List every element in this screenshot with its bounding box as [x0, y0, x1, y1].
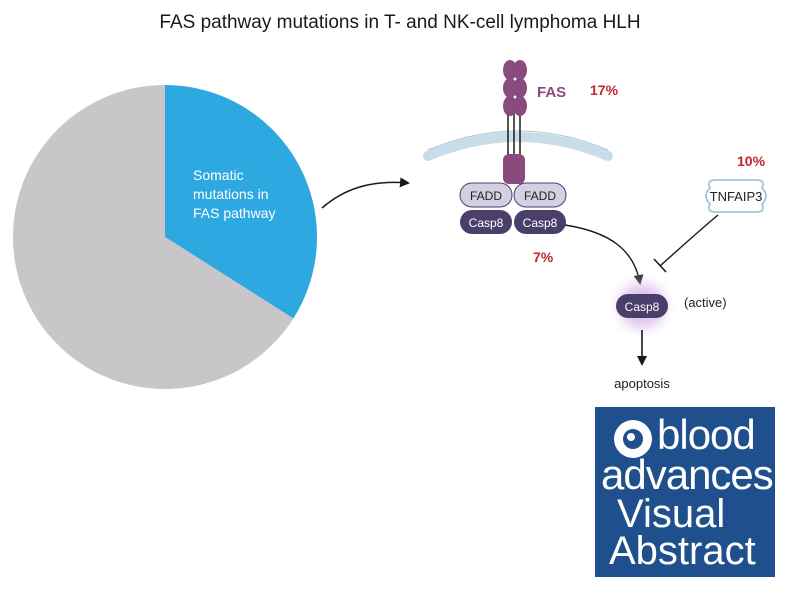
inhibition-line	[659, 214, 719, 267]
slice-label-line: FAS pathway	[193, 205, 276, 221]
pie-to-pathway-arrow	[321, 177, 410, 209]
ash-seal-icon	[614, 420, 652, 458]
fas-receptor	[503, 60, 527, 184]
cell-membrane	[423, 132, 613, 161]
figure-title: FAS pathway mutations in T- and NK-cell …	[159, 12, 641, 33]
pie-chart	[12, 85, 317, 389]
fas-label: FAS	[537, 84, 566, 101]
fadd-label-right: FADD	[524, 189, 556, 203]
fadd-casp8-complex	[459, 182, 567, 234]
logo-line-blood: blood	[657, 411, 756, 458]
active-label: (active)	[684, 295, 727, 310]
cell-membrane-edge	[427, 130, 609, 151]
tnfaip3-label: TNFAIP3	[710, 189, 763, 204]
logo-line-visual: Visual	[617, 492, 726, 536]
blood-advances-visual-abstract-logo: blood advances Visual Abstract	[595, 407, 775, 577]
pie-slice-1	[12, 85, 294, 389]
active-casp8-shape	[616, 294, 668, 318]
slice-label-line: Somatic	[193, 167, 244, 183]
casp8-label-right: Casp8	[523, 216, 558, 230]
casp8-percent: 7%	[533, 249, 554, 265]
slice-label-line: mutations in	[193, 186, 268, 202]
tnfaip3-shape	[705, 179, 767, 213]
tnfaip3-percent: 10%	[737, 153, 766, 169]
fas-percent: 17%	[590, 82, 619, 98]
slice-label-fas-pathway: Somatic mutations in FAS pathway	[193, 167, 276, 221]
logo-line-abstract: Abstract	[609, 529, 756, 573]
inhibition-bar	[653, 258, 667, 273]
pie-slice-0	[165, 85, 317, 319]
apoptosis-label: apoptosis	[614, 376, 670, 391]
casp8-label-left: Casp8	[469, 216, 504, 230]
active-casp8-label: Casp8	[625, 300, 660, 314]
fadd-label-left: FADD	[470, 189, 502, 203]
logo-line-advances: advances	[601, 451, 774, 498]
